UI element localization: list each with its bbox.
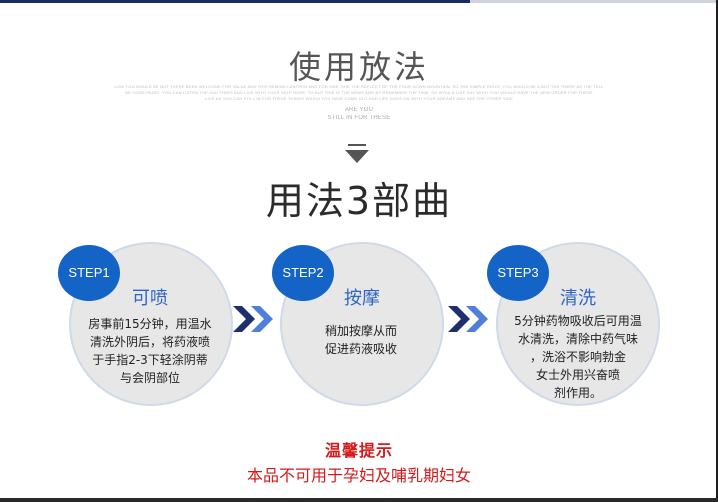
step-description-line: 清洗外阴后，将药液喷 — [89, 335, 210, 349]
step-description: 稍加按摩从而 促进药液吸收 — [296, 322, 426, 358]
double-chevron-right-icon — [233, 306, 273, 332]
step-title: 清洗 — [560, 288, 596, 309]
step-title: 按摩 — [344, 288, 380, 309]
step-description-line: 与会阴部位 — [119, 371, 180, 385]
step-description: 房事前15分钟，用温水 清洗外阴后，将药液喷 于手指2-3下轻涂阴蒂 与会阴部位 — [74, 315, 226, 387]
page-title: 使用放法 — [288, 48, 429, 86]
step-description-line: 于手指2-3下轻涂阴蒂 — [92, 353, 208, 367]
frame-border-bottom — [0, 498, 718, 502]
decor-text-line: BE CONSTRUED. YOU CAN LISTEN THE OLD THI… — [125, 90, 593, 95]
step-description-line: 促进药液吸收 — [324, 342, 397, 356]
step-description-line: 女士外用兴奋喷 — [535, 368, 620, 382]
top-bar-dark — [0, 0, 470, 3]
step-description-line: 房事前15分钟，用温水 — [88, 317, 212, 331]
double-chevron-right-icon — [448, 306, 488, 332]
step-description-line: 稍加按摩从而 — [324, 324, 397, 338]
step-badge: STEP2 — [272, 245, 334, 301]
section-subtitle: 用法3部曲 — [265, 179, 453, 223]
top-bar-light — [470, 0, 718, 3]
decor-text-line: LOW YOU WOULD BE BUT THERE BEEN WELCOME … — [114, 84, 604, 89]
frame-border-right — [716, 0, 718, 502]
down-arrow-icon — [345, 144, 369, 163]
decor-text-still: STILL IN FOR THESE — [327, 115, 391, 121]
step-badge: STEP3 — [487, 245, 549, 301]
step-description-line: ，洗浴不影响勃金 — [529, 350, 626, 364]
decor-text-are-you: ARE YOU — [344, 107, 374, 113]
step-description: 5分钟药物吸收后可用温 水清洗，清除中药气味 ，洗浴不影响勃金 女士外用兴奋喷 … — [502, 312, 654, 402]
step-description-line: 5分钟药物吸收后可用温 — [514, 314, 642, 328]
notice-title: 温馨提示 — [324, 441, 393, 460]
step-description-line: 水清洗，清除中药气味 — [517, 332, 638, 346]
step-title: 可喷 — [132, 288, 168, 309]
decor-text-line: LIVE AS YOU CAN STILL IN FOR THESE THING… — [205, 96, 513, 101]
step-badge: STEP1 — [58, 245, 120, 301]
notice-text: 本品不可用于孕妇及哺乳期妇女 — [246, 466, 471, 485]
step-description-line: 剂作用。 — [553, 386, 602, 400]
